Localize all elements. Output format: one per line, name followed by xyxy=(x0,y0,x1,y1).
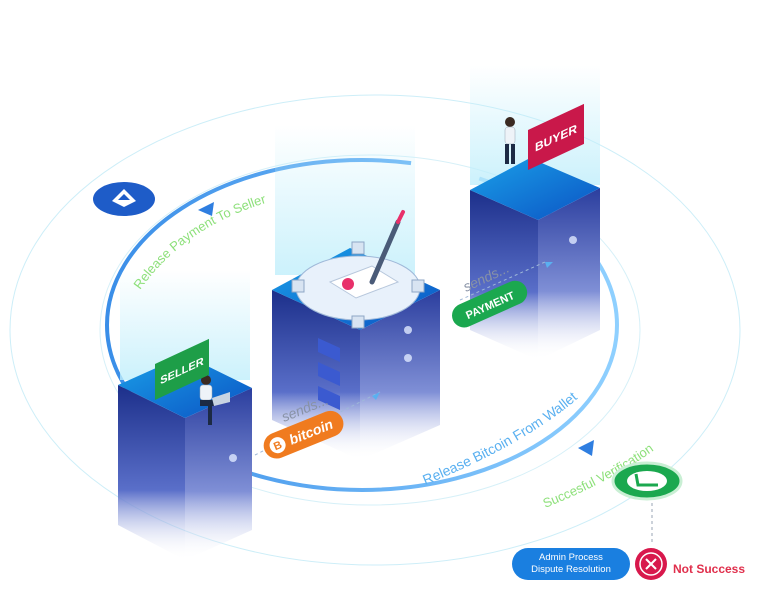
seller-person-icon xyxy=(199,375,230,425)
ring-arrow-right xyxy=(578,440,594,456)
buyer-tag: BUYER xyxy=(528,103,584,170)
not-success-label: Not Success xyxy=(673,562,746,576)
outer-orbit xyxy=(9,94,741,566)
ring-arrow-left xyxy=(198,202,214,216)
buyer-pillar xyxy=(470,158,600,360)
dispute-resolution-label: Dispute Resolution xyxy=(531,564,611,575)
svg-text:B: B xyxy=(272,439,284,453)
bitcoin-arrow xyxy=(372,392,380,400)
check-icon xyxy=(611,461,683,501)
seller-tag: SELLER xyxy=(155,338,209,400)
bitcoin-connector xyxy=(254,391,381,456)
bitcoin-tag: B bitcoin xyxy=(263,410,344,459)
release-bitcoin-text: Release Bitcoin From Wallet xyxy=(420,388,580,487)
close-icon xyxy=(635,548,667,580)
ethereum-logo-icon xyxy=(93,182,155,216)
center-glow xyxy=(275,125,415,275)
admin-process-box: Admin Process Dispute Resolution xyxy=(512,548,630,580)
contract-pen-icon xyxy=(291,210,425,329)
payment-arrow xyxy=(545,262,553,268)
bitcoin-icon xyxy=(269,437,286,454)
admin-process-label: Admin Process xyxy=(539,552,603,563)
buyer-person-icon xyxy=(504,117,516,164)
